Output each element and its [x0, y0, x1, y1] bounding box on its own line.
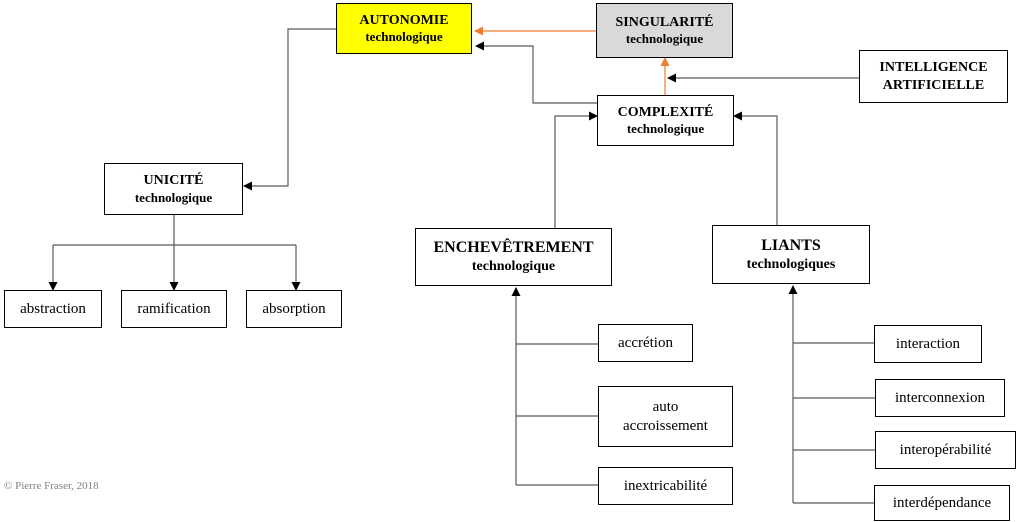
node-intelligence-line2: ARTIFICIELLE — [882, 77, 985, 93]
line-unicite-branch — [53, 215, 296, 246]
node-singularite: SINGULARITÉ technologique — [596, 3, 733, 58]
node-liants-line2: technologiques — [746, 256, 836, 272]
node-autonomie-line1: AUTONOMIE — [359, 12, 449, 28]
node-intelligence: INTELLIGENCE ARTIFICIELLE — [859, 50, 1008, 103]
node-liants: LIANTS technologiques — [712, 225, 870, 284]
copyright-credit: © Pierre Fraser, 2018 — [4, 480, 99, 492]
node-enchevetrement-line2: technologique — [471, 259, 556, 275]
arrow-enchevetrement-to-complexite — [554, 111, 598, 228]
node-interdependance-label: interdépendance — [892, 494, 992, 511]
node-autoaccroissement-line1: auto — [652, 398, 679, 415]
node-intelligence-line1: INTELLIGENCE — [879, 60, 988, 75]
arrow-autonomie-to-unicite — [243, 28, 336, 191]
arrow-complexite-to-autonomie — [475, 41, 598, 104]
node-interoperabilite: interopérabilité — [875, 431, 1016, 469]
node-autoaccroissement: auto accroissement — [598, 386, 733, 447]
node-accretion: accrétion — [598, 324, 693, 362]
node-singularite-line2: technologique — [625, 31, 704, 47]
node-complexite-line1: COMPLEXITÉ — [617, 104, 714, 120]
node-unicite: UNICITÉ technologique — [104, 163, 243, 215]
node-autoaccroissement-line2: accroissement — [623, 417, 708, 434]
node-enchevetrement: ENCHEVÊTREMENT technologique — [415, 228, 612, 286]
node-accretion-label: accrétion — [618, 334, 673, 351]
arrow-liants-to-complexite — [733, 111, 778, 225]
node-abstraction-label: abstraction — [20, 300, 86, 317]
node-interconnexion-label: interconnexion — [895, 389, 985, 406]
node-interaction-label: interaction — [895, 335, 961, 352]
node-unicite-line1: UNICITÉ — [143, 173, 204, 189]
node-absorption-label: absorption — [262, 300, 326, 317]
node-autonomie-line2: technologique — [365, 29, 443, 45]
node-ramification: ramification — [121, 290, 227, 328]
node-abstraction: abstraction — [4, 290, 102, 328]
node-autonomie: AUTONOMIE technologique — [336, 3, 472, 54]
node-complexite-line2: technologique — [626, 121, 705, 137]
node-interconnexion: interconnexion — [875, 379, 1005, 417]
node-unicite-line2: technologique — [134, 189, 213, 205]
node-singularite-line1: SINGULARITÉ — [615, 14, 714, 30]
node-absorption: absorption — [246, 290, 342, 328]
node-complexite: COMPLEXITÉ technologique — [597, 95, 734, 146]
node-interoperabilite-label: interopérabilité — [899, 441, 992, 458]
node-interaction: interaction — [874, 325, 982, 363]
node-liants-line1: LIANTS — [761, 236, 821, 254]
node-inextricabilite-label: inextricabilité — [623, 477, 708, 494]
node-enchevetrement-line1: ENCHEVÊTREMENT — [433, 239, 594, 257]
node-ramification-label: ramification — [137, 300, 211, 317]
node-interdependance: interdépendance — [874, 485, 1010, 521]
node-inextricabilite: inextricabilité — [598, 467, 733, 505]
